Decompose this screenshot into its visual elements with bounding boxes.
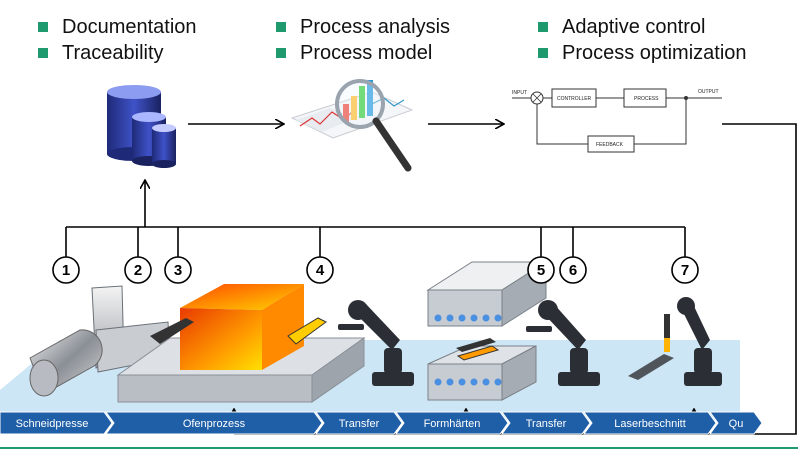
sensor-marker-number: 7: [681, 262, 689, 279]
sensor-marker-number: 2: [134, 262, 142, 279]
stage-segment: [501, 411, 591, 435]
bullet-square-icon: [276, 48, 286, 58]
bullet-square-icon: [38, 48, 48, 58]
sensor-marker-circle: [306, 256, 334, 284]
stage-segment: [315, 411, 403, 435]
bullet-item: Process model: [276, 40, 450, 66]
sensor-marker-number: 1: [62, 262, 70, 279]
bullet-item: Documentation: [38, 14, 197, 40]
robot-arm-transfer-1: [338, 300, 414, 386]
stage-label: Qu: [729, 418, 744, 430]
feedback-block-label: FEEDBACK: [596, 142, 624, 148]
stage-segment: [0, 411, 113, 435]
process-block-label: PROCESS: [634, 96, 659, 102]
bullet-list-control: Adaptive control Process optimization: [538, 14, 747, 66]
sensor-marker-number: 4: [316, 262, 325, 279]
bullet-text: Process optimization: [562, 41, 747, 64]
sensor-marker-number: 5: [537, 262, 545, 279]
bullet-text: Process analysis: [300, 15, 451, 38]
stage-segment: [583, 411, 717, 435]
bullet-square-icon: [38, 22, 48, 32]
bullet-square-icon: [538, 22, 548, 32]
trimmed-part: [628, 354, 674, 380]
stage-label: Transfer: [526, 418, 567, 430]
sensor-marker-circle: [671, 256, 699, 284]
control-input-label: INPUT: [512, 90, 527, 96]
stage-label: Schneidpresse: [16, 418, 89, 430]
stage-label: Formhärten: [424, 418, 481, 430]
sensor-marker-circle: [559, 256, 587, 284]
sensor-marker-circle: [527, 256, 555, 284]
sensor-drop-lines: [65, 227, 686, 257]
control-output-label: OUTPUT: [698, 89, 719, 95]
sensor-marker-circle: [52, 256, 80, 284]
sensor-marker-circle: [124, 256, 152, 284]
stage-segment: [709, 411, 763, 435]
controller-block-label: CONTROLLER: [557, 96, 592, 102]
robot-arm-transfer-2: [526, 300, 600, 386]
cooling-channels: [434, 314, 502, 386]
bullet-square-icon: [276, 22, 286, 32]
bullet-item: Traceability: [38, 40, 197, 66]
database-icon: [107, 85, 176, 168]
analysis-magnifier-icon: [290, 79, 414, 172]
bullet-item: Process optimization: [538, 40, 747, 66]
control-block-diagram: INPUT CONTROLLER PROCESS OUTPUT FEEDBACK: [512, 88, 722, 153]
bullet-square-icon: [538, 48, 548, 58]
stage-label: Ofenprozess: [183, 418, 246, 430]
stage-segment: [105, 411, 323, 435]
sensor-marker-circle: [164, 256, 192, 284]
stage-label: Laserbeschnitt: [614, 418, 686, 430]
bullet-text: Adaptive control: [562, 15, 706, 38]
stage-label: Transfer: [339, 418, 380, 430]
stage-bar: Schneidpresse Ofenprozess Transfer Formhärt…: [0, 411, 763, 435]
sensor-marker-number: 6: [569, 262, 577, 279]
sensor-marker-number: 3: [174, 262, 182, 279]
sensor-markers: 1 2 3 4 5 6 7: [52, 256, 699, 284]
robot-arm-laser: [664, 297, 722, 386]
bullet-text: Process model: [300, 41, 433, 64]
bullet-item: Process analysis: [276, 14, 450, 40]
bullet-list-process: Process analysis Process model: [276, 14, 450, 66]
bullet-text: Traceability: [62, 41, 164, 64]
bullet-text: Documentation: [62, 15, 197, 38]
bullet-item: Adaptive control: [538, 14, 747, 40]
roller-furnace: [116, 284, 366, 403]
bullet-list-documentation: Documentation Traceability: [38, 14, 197, 66]
stage-segment: [395, 411, 509, 435]
